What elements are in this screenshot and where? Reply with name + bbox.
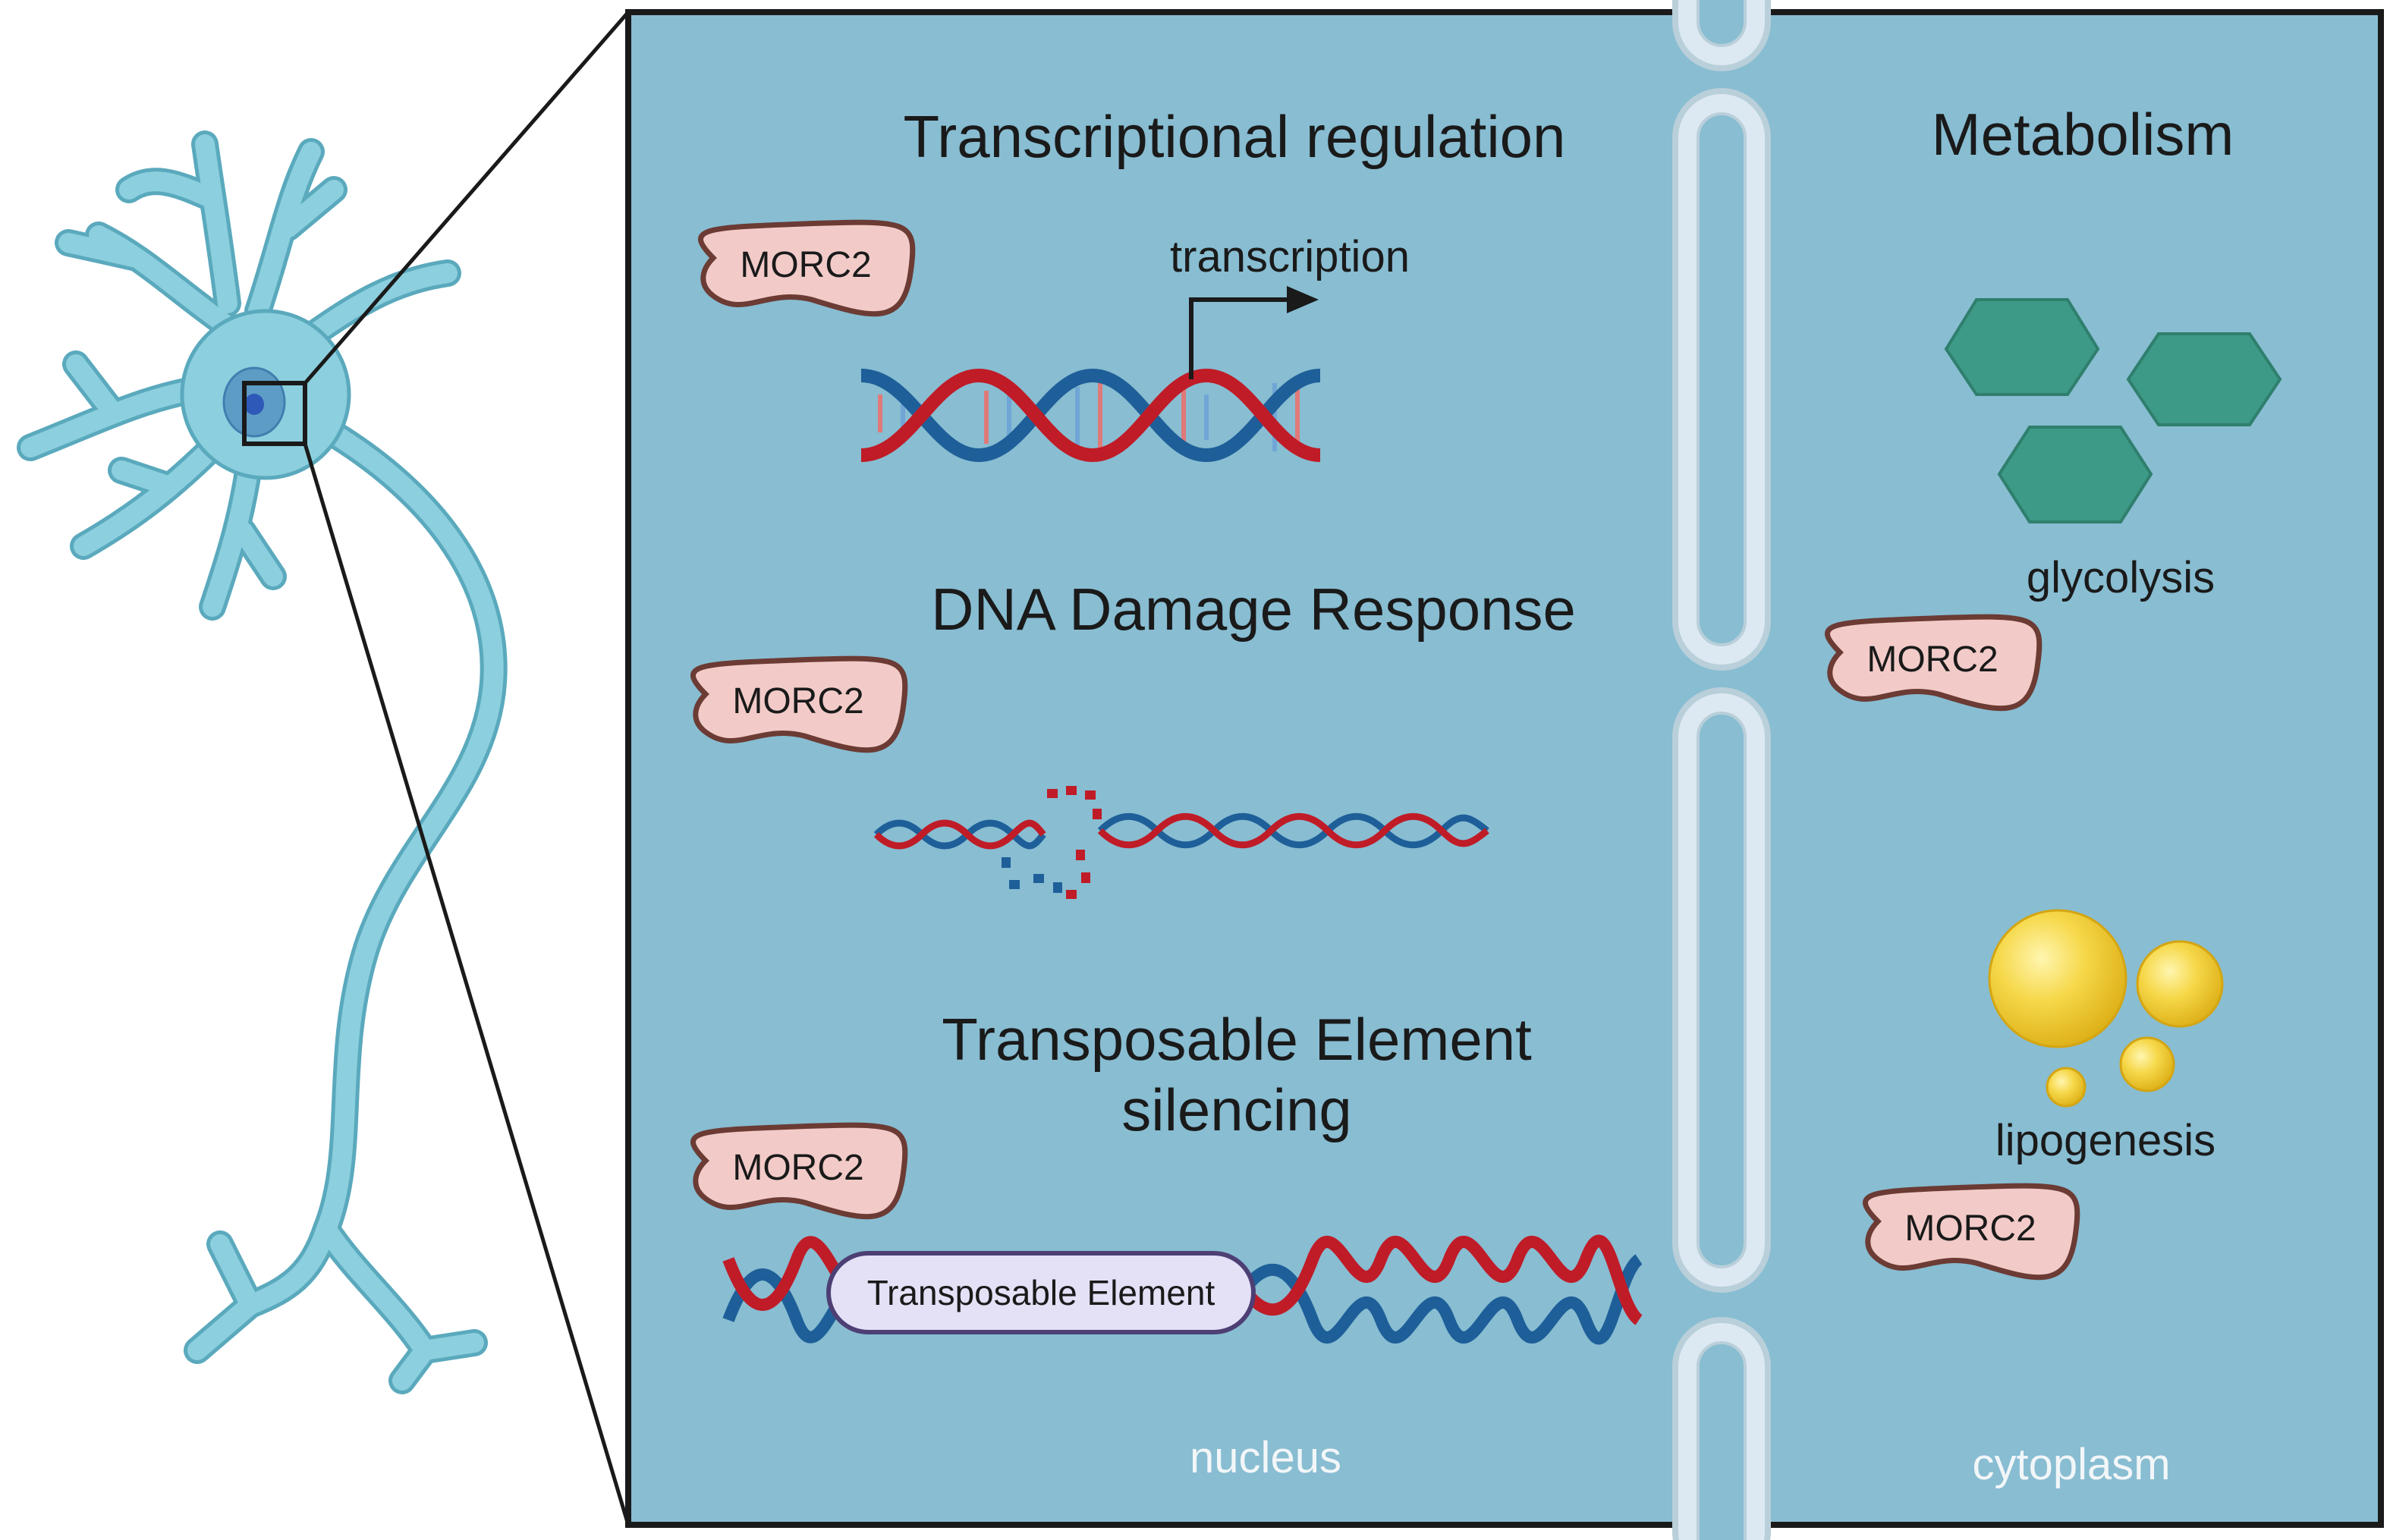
transposable-element-label: Transposable Element xyxy=(867,1273,1215,1312)
label-glycolysis: glycolysis xyxy=(2026,553,2215,602)
protein-icon: MORC2 xyxy=(698,219,916,317)
protein-icon: MORC2 xyxy=(1863,1183,2080,1281)
heading-transcriptional-regulation: Transcriptional regulation xyxy=(903,103,1566,170)
protein-icon: MORC2 xyxy=(1825,614,2043,712)
label-nucleus: nucleus xyxy=(1190,1433,1341,1482)
transposable-element-box: Transposable Element xyxy=(826,1251,1256,1334)
svg-text:MORC2: MORC2 xyxy=(732,681,863,721)
heading-dna-damage-response: DNA Damage Response xyxy=(931,576,1576,643)
zoom-line-top xyxy=(303,11,630,385)
label-cytoplasm: cytoplasm xyxy=(1972,1440,2171,1489)
zoom-line-bottom xyxy=(303,443,631,1526)
transcription-arrow-icon xyxy=(1189,297,1290,379)
nuclear-membrane xyxy=(1672,0,1771,1540)
svg-text:MORC2: MORC2 xyxy=(1904,1208,2036,1249)
protein-icon: MORC2 xyxy=(690,655,908,753)
zoom-box xyxy=(242,381,307,446)
broken-dna-icon xyxy=(873,786,1489,899)
label-lipogenesis: lipogenesis xyxy=(1995,1116,2216,1165)
heading-te-silencing-line2: silencing xyxy=(1121,1076,1352,1143)
heading-metabolism: Metabolism xyxy=(1931,101,2234,168)
heading-te-silencing-line1: Transposable Element xyxy=(942,1006,1532,1073)
dna-helix-icon xyxy=(860,368,1321,463)
protein-icon: MORC2 xyxy=(690,1122,908,1220)
arrowhead-icon xyxy=(1287,286,1319,313)
neuron-icon xyxy=(17,130,508,1394)
hexagon-icon xyxy=(1944,298,2282,523)
label-transcription: transcription xyxy=(1170,232,1410,281)
svg-text:MORC2: MORC2 xyxy=(740,245,871,285)
svg-text:MORC2: MORC2 xyxy=(1866,640,1998,680)
svg-text:MORC2: MORC2 xyxy=(732,1148,863,1188)
lipid-droplet-icon xyxy=(1988,909,2224,1108)
